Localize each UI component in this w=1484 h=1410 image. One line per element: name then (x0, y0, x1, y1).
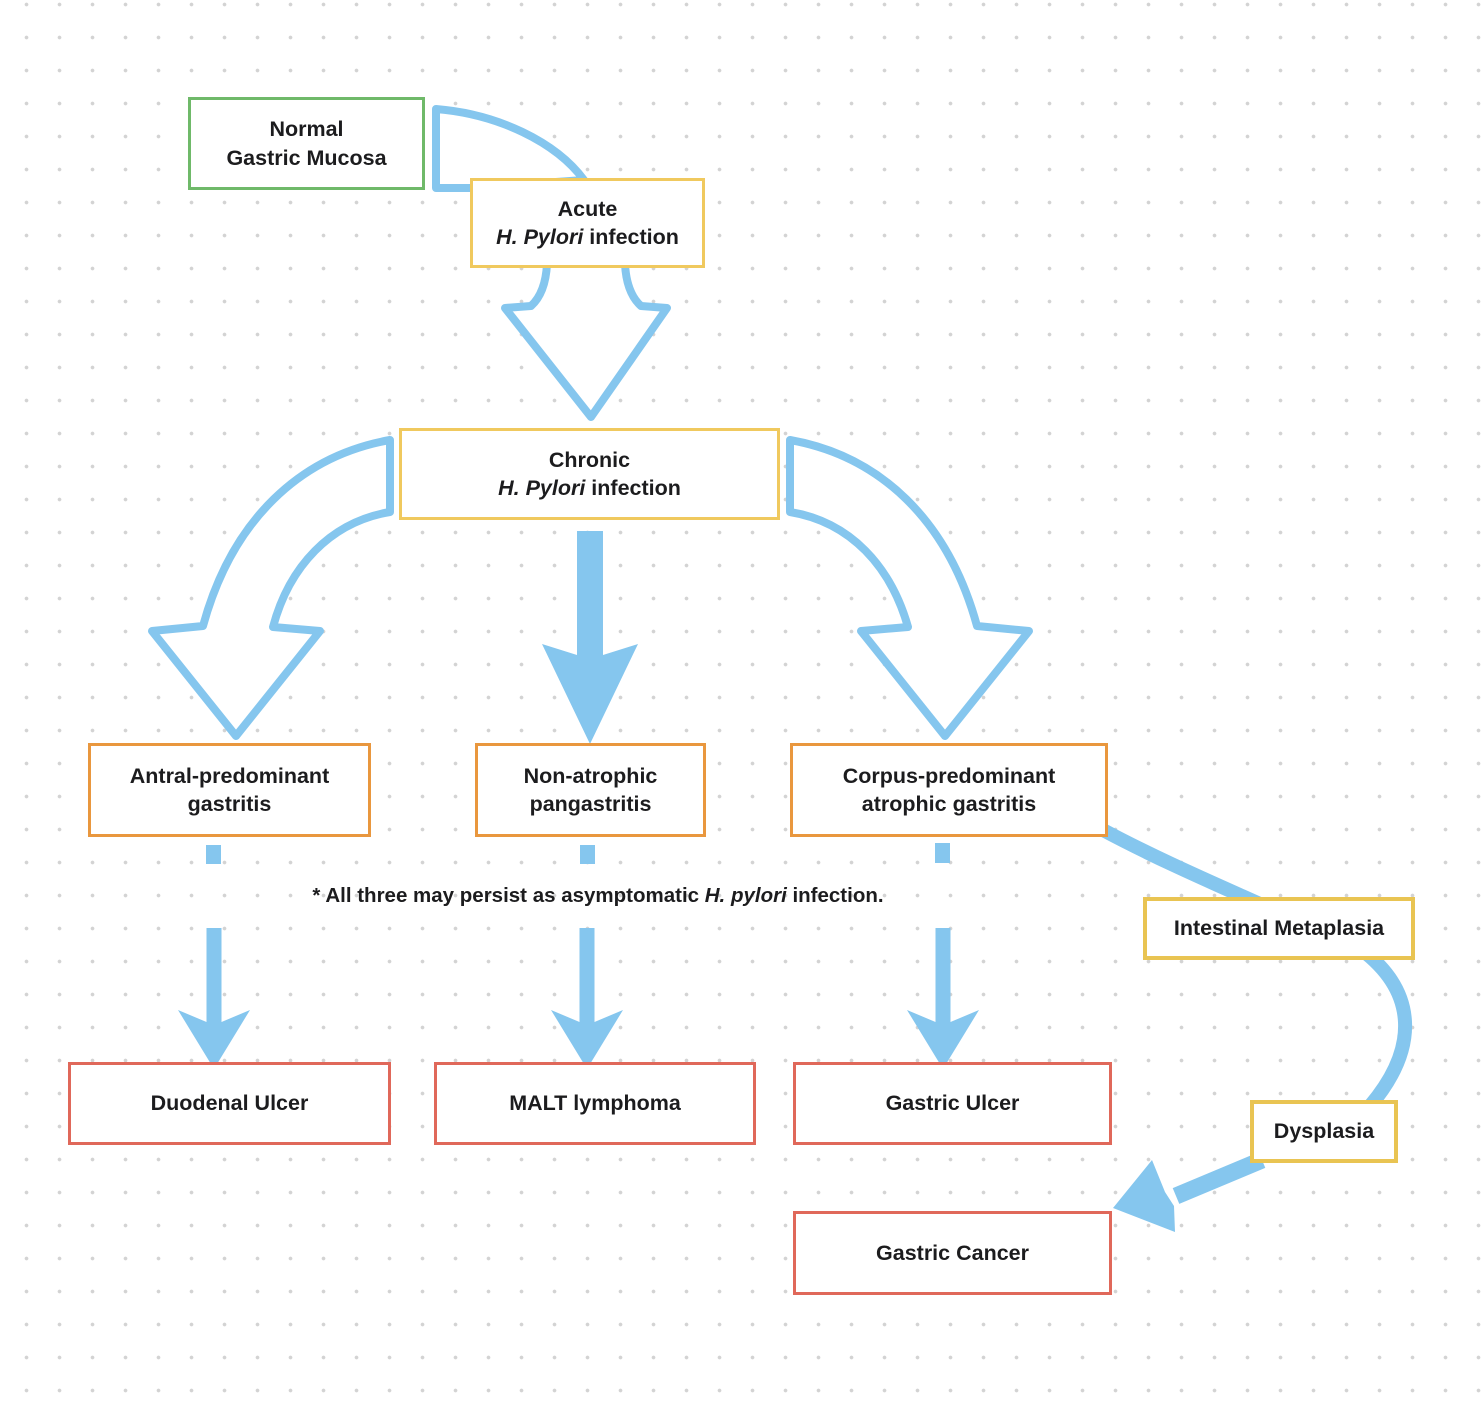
node-label-line: pangastritis (529, 792, 652, 816)
node-label-line: Non-atrophic (523, 763, 658, 788)
node-label-line: Intestinal Metaplasia (1173, 916, 1385, 941)
node-label-line: Corpus-predominant (842, 763, 1056, 788)
node-antral-predominant-gastritis: Antral-predominant gastritis (88, 743, 371, 837)
node-label-line: Dysplasia (1273, 1119, 1375, 1144)
node-non-atrophic-pangastritis: Non-atrophic pangastritis (475, 743, 706, 837)
arrow-dysplasia-to-cancer-shaft (1172, 1152, 1266, 1204)
node-corpus-predominant-atrophic-gastritis: Corpus-predominant atrophic gastritis (790, 743, 1108, 837)
arrow-acute-to-chronic (501, 260, 671, 421)
node-label-line: Gastric Mucosa (226, 145, 387, 170)
arrow-dash-corpus (935, 843, 950, 863)
node-gastric-ulcer: Gastric Ulcer (793, 1062, 1112, 1145)
arrow-normal-to-acute (432, 105, 588, 192)
node-label-line: atrophic gastritis (861, 792, 1037, 816)
arrow-dysplasia-to-cancer-head (1113, 1160, 1175, 1232)
node-gastric-cancer: Gastric Cancer (793, 1211, 1112, 1295)
node-label-line: Duodenal Ulcer (150, 1091, 309, 1116)
node-dysplasia: Dysplasia (1250, 1100, 1398, 1163)
arrow-chronic-to-corpus (786, 436, 1033, 740)
arrow-corpus-to-gastriculcer (907, 928, 979, 1069)
arrow-antral-to-duodenal (178, 928, 250, 1069)
node-acute-h-pylori-infection: Acute H. Pylori infection (470, 178, 705, 268)
node-malt-lymphoma: MALT lymphoma (434, 1062, 756, 1145)
arrow-nonatrophic-to-malt (551, 928, 623, 1069)
node-chronic-h-pylori-infection: Chronic H. Pylori infection (399, 428, 780, 520)
node-label-line: H. Pylori infection (496, 225, 679, 249)
arrow-dash-nonatrophic (580, 845, 595, 864)
node-normal-gastric-mucosa: Normal Gastric Mucosa (188, 97, 425, 190)
arrow-chronic-to-antral (148, 436, 394, 740)
node-label-line: Acute (557, 196, 618, 221)
node-label-line: gastritis (187, 792, 272, 816)
node-label-line: H. Pylori infection (498, 476, 681, 500)
arrow-chronic-to-nonatrophic (542, 531, 638, 744)
node-label-line: Antral-predominant (129, 763, 330, 788)
node-label-line: Gastric Cancer (876, 1240, 1029, 1265)
arrow-metaplasia-to-dysplasia (1357, 944, 1413, 1111)
node-duodenal-ulcer: Duodenal Ulcer (68, 1062, 391, 1145)
node-label-line: Chronic (548, 447, 631, 472)
node-label-line: MALT lymphoma (509, 1091, 681, 1116)
node-intestinal-metaplasia: Intestinal Metaplasia (1143, 897, 1415, 960)
arrow-dash-antral (206, 845, 221, 864)
node-label-line: Normal (269, 117, 344, 142)
asymptomatic-note: * All three may persist as asymptomatic … (312, 884, 884, 907)
node-label-line: Gastric Ulcer (885, 1091, 1020, 1116)
